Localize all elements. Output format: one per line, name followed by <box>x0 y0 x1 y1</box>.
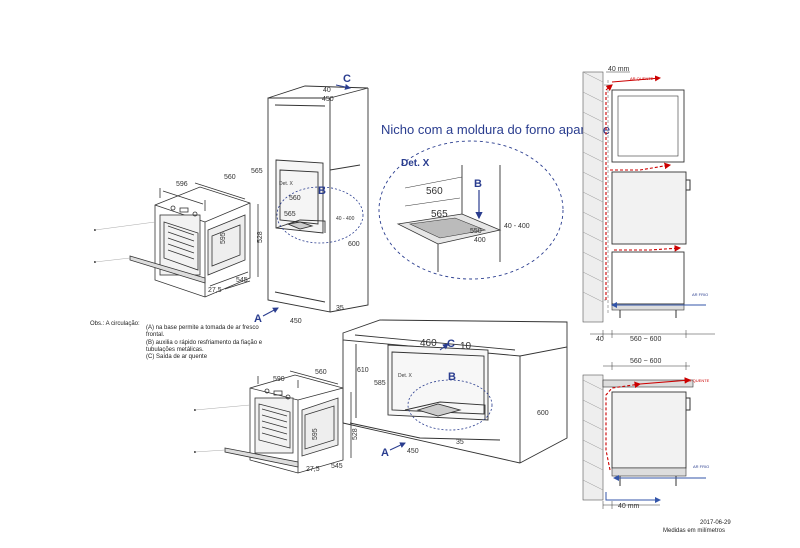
bottom-oven-dims: 590 560 595 528 27,5 545 <box>273 369 359 473</box>
obs-line-3: (B) auxilia o rápido resfriamento da fia… <box>146 340 263 346</box>
dim-460: 460 <box>420 338 437 349</box>
dim-590: 590 <box>273 376 285 383</box>
obs-notes: Obs.: A circulação: (A) na base permite … <box>90 321 263 360</box>
obs-title: Obs.: A circulação: <box>90 321 140 327</box>
dim-545-b: 545 <box>331 463 343 470</box>
dim-565-side: 565 <box>251 168 263 175</box>
label-b-detail: B <box>474 178 482 190</box>
label-a-bottom: A <box>381 447 389 459</box>
sect-top-560-600: 560 ~ 600 <box>630 336 661 343</box>
top-cabinet-dims: C 40 450 565 Det. X 560 565 40 - 400 600… <box>251 73 364 325</box>
dim-596: 596 <box>176 181 188 188</box>
sect-top-ar-frio: AR FRIO <box>692 292 708 297</box>
sect-bot-ar-quente: AR QUENTE <box>686 378 710 383</box>
dim-585: 585 <box>374 380 386 387</box>
sect-bot-560-600: 560 ~ 600 <box>630 358 661 365</box>
bottom-leader-dots <box>194 404 251 453</box>
dim-35-top: 35 <box>336 305 344 312</box>
label-c-top: C <box>343 73 351 85</box>
dim-560-detail: 560 <box>426 186 443 197</box>
dim-400-detail: 400 <box>474 237 486 244</box>
section-top-drawing: 40 mm AR QUENTE AR FRIO 40 560 ~ 600 <box>582 66 715 343</box>
dim-560: 560 <box>224 174 236 181</box>
top-oven-drawing <box>129 182 259 298</box>
dim-545: 545 <box>236 277 248 284</box>
dim-528-b: 528 <box>352 428 359 440</box>
detail-circle-bottom <box>407 379 493 431</box>
bottom-cabinet-drawing <box>342 319 568 464</box>
label-c-bottom: C <box>447 338 455 350</box>
dim-550-detail: 550 <box>470 228 482 235</box>
bottom-oven-drawing <box>224 370 352 474</box>
sect-top-40mm: 40 mm <box>608 66 630 73</box>
dim-600-b: 600 <box>537 410 549 417</box>
sect-top-ar-quente: AR QUENTE <box>630 76 654 81</box>
dim-40-400-top: 40 - 400 <box>336 216 355 222</box>
dim-595: 595 <box>220 232 227 244</box>
section-bottom-drawing: 560 ~ 600 AR QUENTE AR FRIO 40 mm <box>582 358 710 510</box>
dim-27-5-b: 27,5 <box>306 466 320 473</box>
obs-line-2: frontal. <box>146 332 165 338</box>
detail-circle-top <box>276 186 364 244</box>
dim-600-top: 600 <box>348 241 360 248</box>
sect-bot-ar-frio: AR FRIO <box>693 464 709 469</box>
bottom-cabinet-dims: 460 C 10 610 585 Det. X B 600 35 450 A <box>357 338 549 459</box>
label-a-top: A <box>254 313 262 325</box>
sect-bot-40mm: 40 mm <box>618 503 640 510</box>
top-leader-dots <box>94 221 156 263</box>
footer-date: 2017-06-29 <box>700 520 731 526</box>
label-b-bottom: B <box>448 371 456 383</box>
dim-35-b: 35 <box>456 439 464 446</box>
obs-line-5: (C) Saída de ar quente <box>146 354 208 360</box>
dim-450-top: 450 <box>322 96 334 103</box>
dim-450-bottom: 450 <box>290 318 302 325</box>
dim-610: 610 <box>357 367 369 374</box>
detx-top: Det. X <box>279 181 294 187</box>
detx-bottom: Det. X <box>398 373 413 379</box>
detail-title: Nicho com a moldura do forno aparente <box>381 122 610 137</box>
dim-40-400-detail: 40 - 400 <box>504 223 530 230</box>
obs-line-4: tubulações metálicas. <box>146 347 204 353</box>
top-oven-dims: 596 560 595 528 27,5 545 <box>176 174 264 294</box>
dim-40-top: 40 <box>323 87 331 94</box>
dim-565-detail: 565 <box>431 209 448 220</box>
detail-label: Det. X <box>401 158 430 169</box>
detail-x-drawing: Det. X B 560 565 40 - 400 550 400 <box>378 140 564 280</box>
dim-595-b: 595 <box>312 428 319 440</box>
label-b-top: B <box>318 185 326 197</box>
dim-565-inner: 565 <box>284 211 296 218</box>
footer-units: Medidas em milímetros <box>663 528 725 534</box>
dim-10: 10 <box>460 341 472 352</box>
sect-top-40: 40 <box>596 336 604 343</box>
dim-450-b: 450 <box>407 448 419 455</box>
dim-560-inner: 560 <box>289 195 301 202</box>
dim-560-b: 560 <box>315 369 327 376</box>
dim-27-5: 27,5 <box>208 287 222 294</box>
obs-line-1: (A) na base permite a tomada de ar fresc… <box>146 325 259 331</box>
dim-528: 528 <box>257 231 264 243</box>
top-cabinet-drawing <box>267 85 369 313</box>
